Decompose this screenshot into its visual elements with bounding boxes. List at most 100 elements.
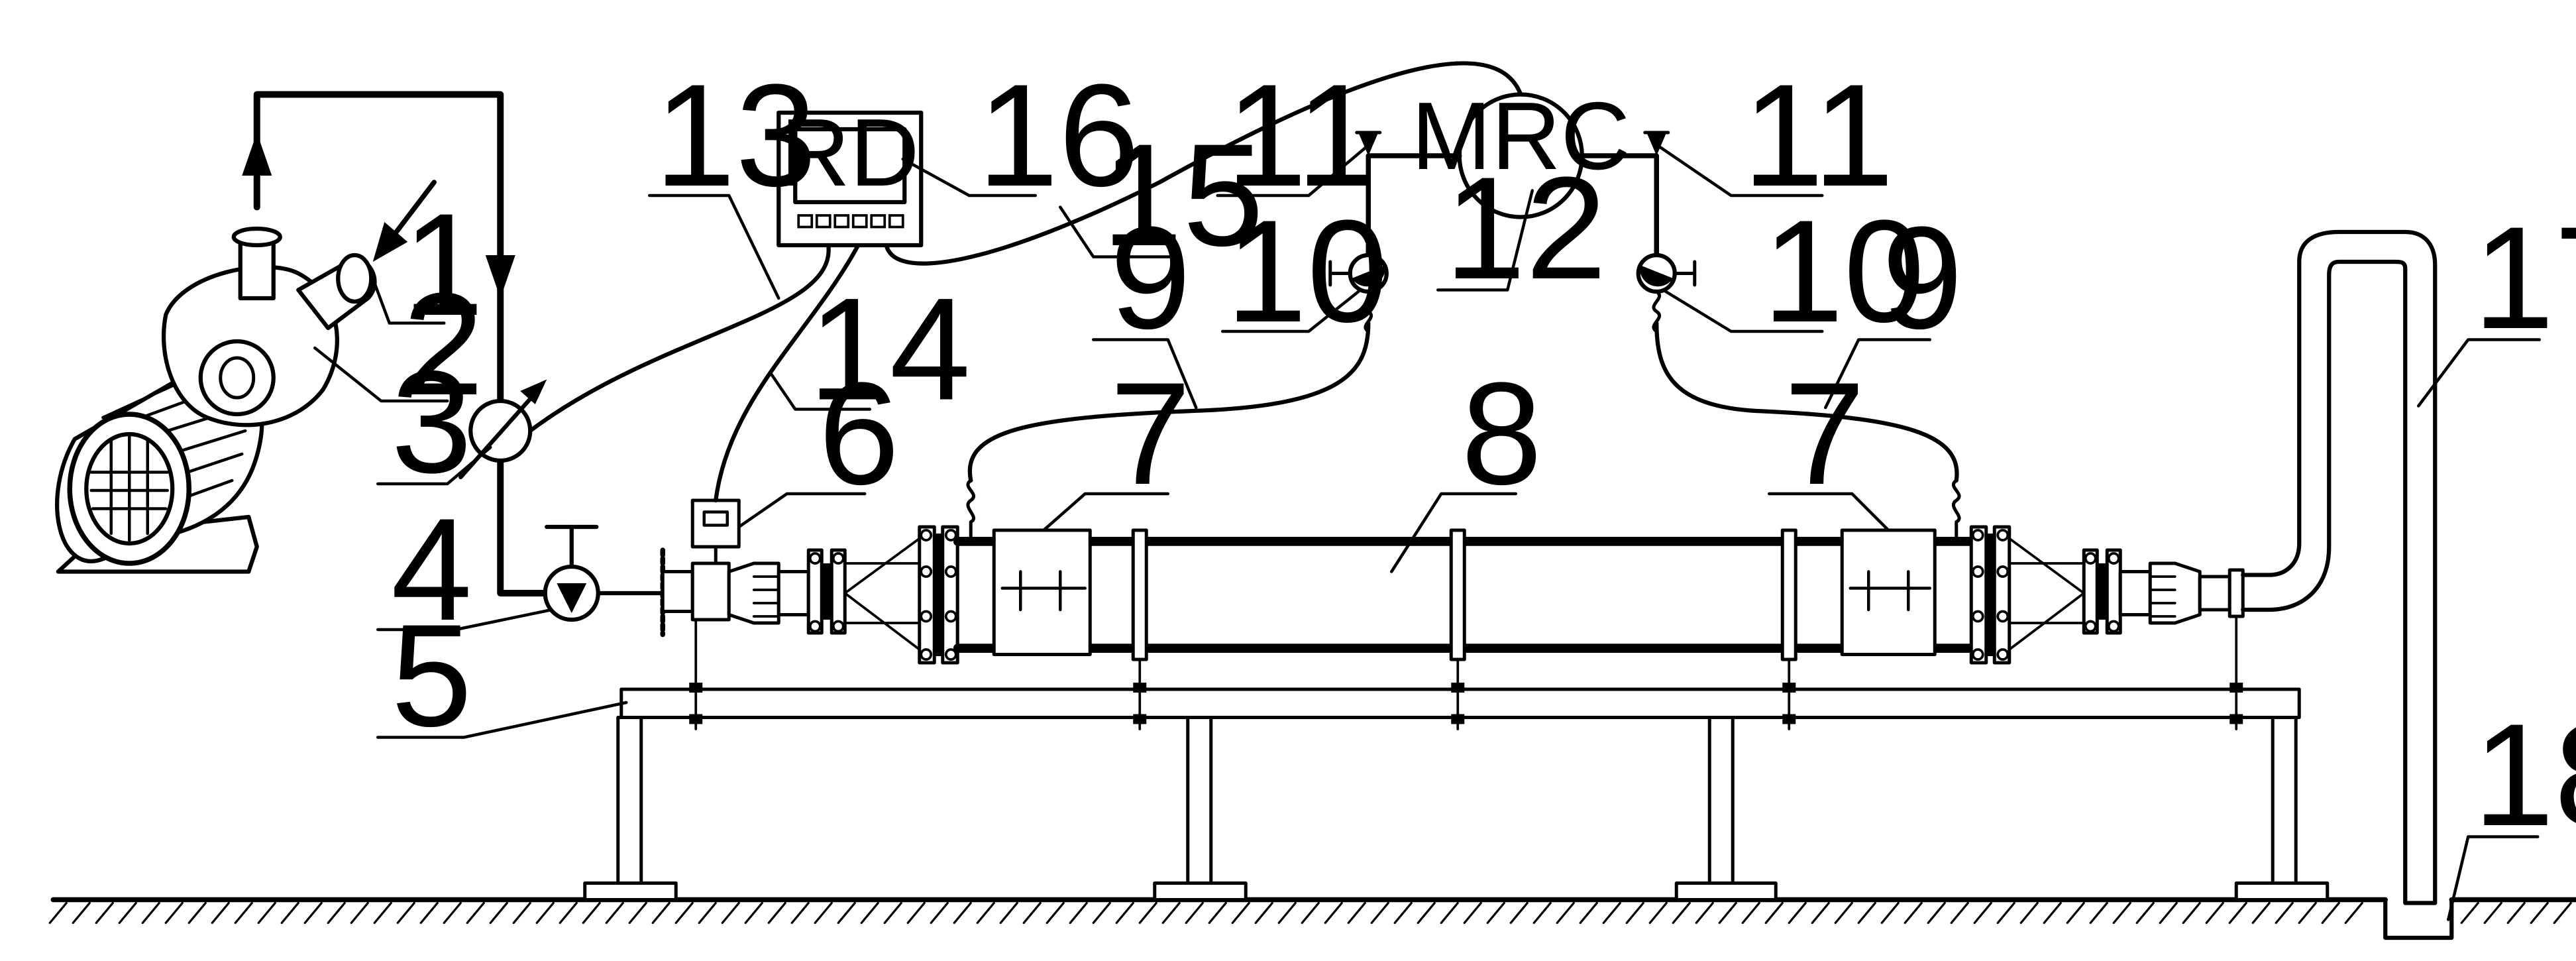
signal-wires [528,61,1959,503]
rd-display-unit: RD [777,99,924,248]
ground-hatch-mark [2321,901,2340,925]
ground-hatch-mark [48,901,68,925]
label-9-left: 9 [1110,196,1191,359]
ground-hatch-mark [1973,901,1992,925]
label-9-right: 9 [1882,196,1962,359]
flow-up-arrow [242,133,272,176]
ground-hatch-mark [2298,901,2317,925]
label-15: 15 [1102,113,1264,276]
ground-hatch-mark [2251,901,2271,925]
ground-hatch-mark [906,901,926,925]
label-7-right: 7 [1784,352,1865,515]
label-4: 4 [391,488,472,651]
ground-hatch-mark [1532,901,1552,925]
test-pipe [953,479,1992,661]
ground-hatch-mark [651,901,671,925]
label-3: 3 [391,341,472,504]
ground-hatch-mark [1556,901,1575,925]
ground-hatch-mark [1741,901,1760,925]
ground-hatch-mark [2043,901,2062,925]
ground-hatch-mark [1301,901,1320,925]
label-7-left: 7 [1110,352,1191,515]
ground-hatch-mark [814,901,833,925]
ground-hatch-mark [1880,901,1900,925]
ground-hatch-mark [1695,901,1714,925]
ground-hatch-mark [2182,901,2201,925]
ground-hatch-mark [2460,901,2479,925]
ground-hatch-mark [837,901,856,925]
ground-hatch-mark [1046,901,1065,925]
ground-hatch-mark [767,901,786,925]
ground-hatch-mark [280,901,299,925]
ground-hatch-mark [1417,901,1436,925]
ground-hatch-mark [1393,901,1413,925]
ground-hatch-mark [489,901,508,925]
ground-hatch-mark [2205,901,2224,925]
leader-lines [313,141,2541,921]
label-11-left: 11 [1226,54,1377,217]
ground-hatch-mark [1788,901,1807,925]
ground-hatch-mark [419,901,439,925]
ground-hatch-mark [953,901,972,925]
ground-hatch-mark [234,901,253,925]
ground-hatch-mark [1718,901,1737,925]
ground-hatch-mark [2275,901,2294,925]
ground-hatch-mark [1277,901,1297,925]
ground-hatch-mark [883,901,902,925]
ground-hatch-mark [2089,901,2108,925]
ground-hatch-mark [860,901,879,925]
label-12: 12 [1444,146,1607,310]
ground-hatch-mark [1370,901,1389,925]
label-13: 13 [655,54,817,217]
ground-hatch-mark [1579,901,1598,925]
ground-hatch-mark [674,901,694,925]
supply-line [242,91,665,596]
ground-hatch-mark [164,901,184,925]
ground-hatch-mark [2483,901,2502,925]
ground-hatch-mark [1138,901,1157,925]
ground-hatch-mark [2344,901,2363,925]
label-10-right: 10 [1762,190,1925,353]
ground-hatch-mark [1208,901,1227,925]
ground-hatch-mark [1254,901,1273,925]
ground-hatch-mark [559,901,578,925]
ground-hatch-mark [930,901,949,925]
ground-hatch-mark [1347,901,1366,925]
ground-hatch-mark [2019,901,2039,925]
ground-hatch-mark [1069,901,1088,925]
ground-hatch-mark [1625,901,1644,925]
ground-hatch-mark [303,901,323,925]
ground-hatch-mark [2159,901,2178,925]
mrc-manifold [1328,131,1697,333]
flow-down-arrow [485,255,515,298]
ground-hatch-mark [1161,901,1181,925]
rd-label: RD [780,99,919,206]
label-1: 1 [403,183,484,346]
ground-hatch-mark [188,901,207,925]
ground-hatch-mark [2506,901,2526,925]
ground-hatch-mark [1092,901,1111,925]
label-6: 6 [818,352,899,515]
ground-hatch-mark [512,901,531,925]
ground-hatch-mark [2228,901,2247,925]
ground-hatch-mark [1022,901,1042,925]
ground-hatch-mark [257,901,276,925]
ground-hatch-mark [744,901,763,925]
ground-hatch-mark [976,901,995,925]
ground-hatch-mark [2066,901,2085,925]
ground-hatch-mark [1834,901,1853,925]
ground-hatch-mark [1672,901,1691,925]
ground-hatch-mark [1996,901,2015,925]
inflow-arrow [372,222,408,262]
ground-hatch-mark [1440,901,1459,925]
ground-hatch-mark [628,901,647,925]
ground-hatch-mark [1602,901,1621,925]
label-17: 17 [2473,196,2576,359]
label-8: 8 [1461,352,1542,515]
label-2: 2 [403,262,484,425]
ground-hatch-mark [1324,901,1343,925]
ground-hatch-mark [2112,901,2131,925]
ground-hatch-mark [1185,901,1204,925]
ground-hatch-mark [698,901,717,925]
